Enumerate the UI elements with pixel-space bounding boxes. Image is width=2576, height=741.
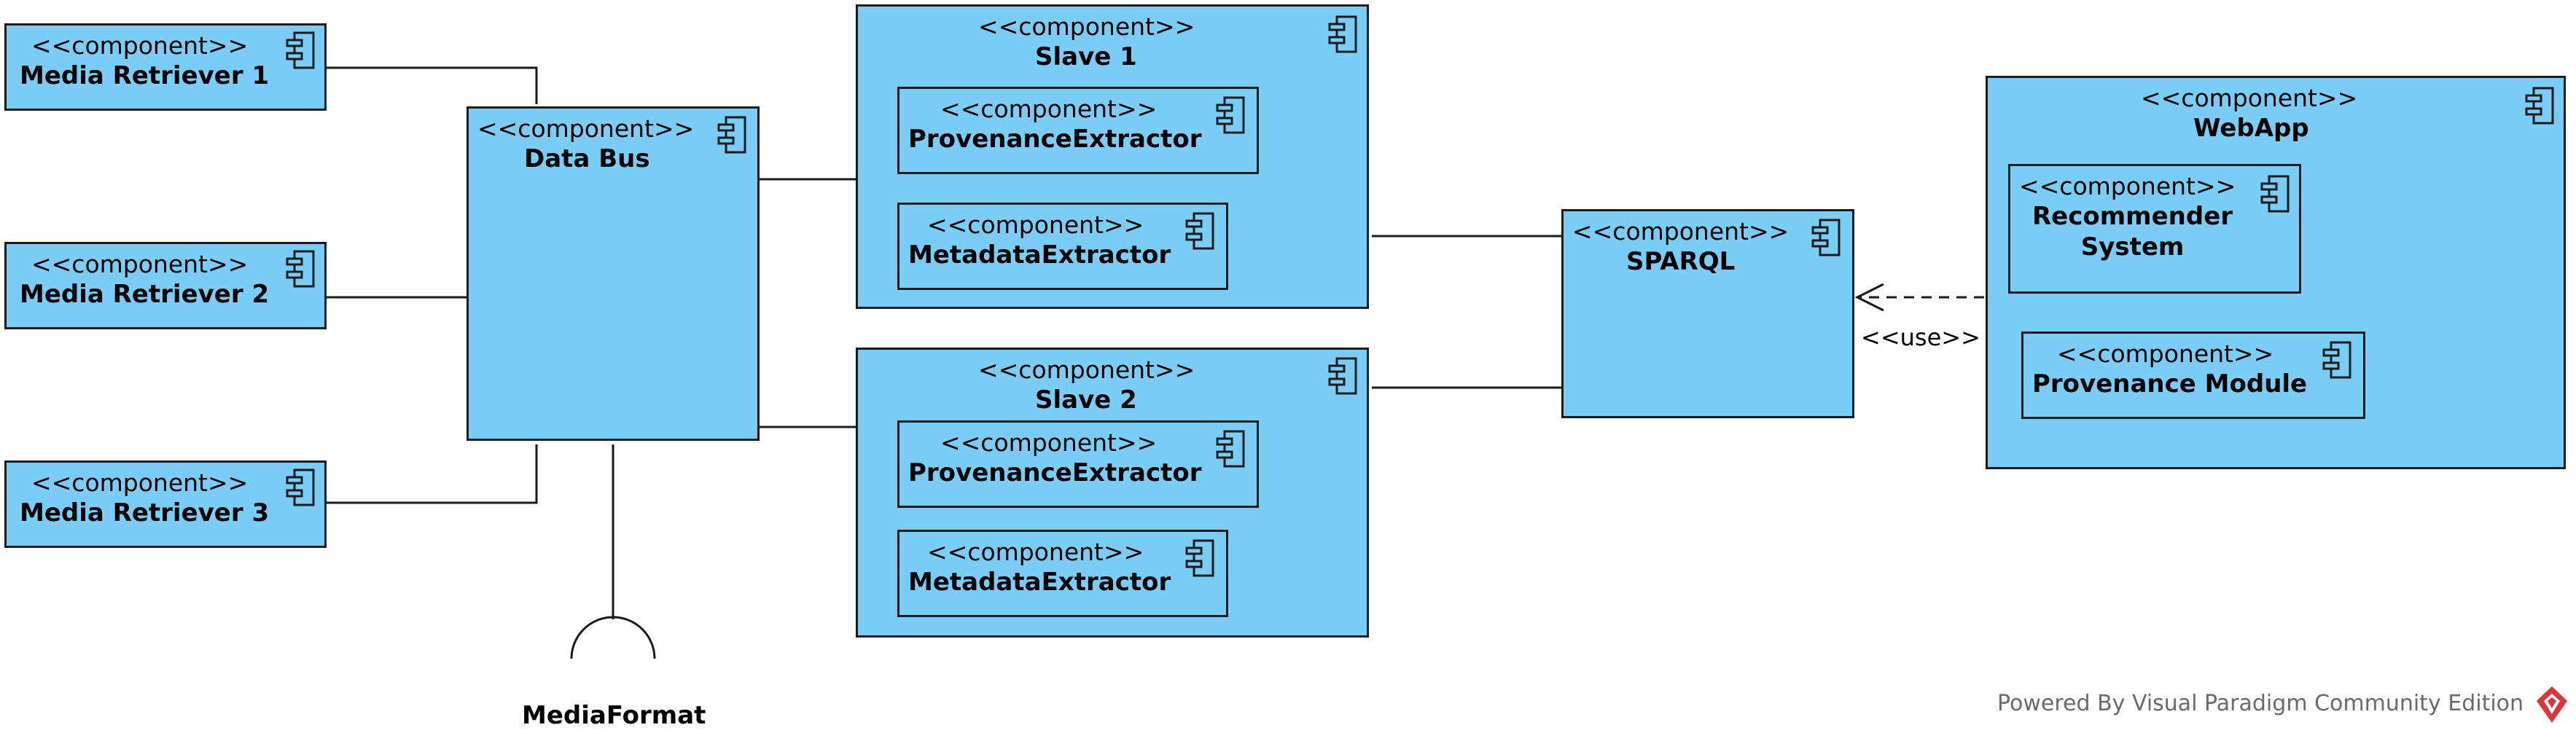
subcomponent-metadata-extractor[interactable]: <<component>> MetadataExtractor bbox=[897, 530, 1228, 617]
stereotype-label: <<component>> bbox=[2019, 172, 2236, 200]
interface-label-mediaformat: MediaFormat bbox=[522, 701, 706, 730]
component-name: MetadataExtractor bbox=[908, 568, 1171, 597]
component-media-retriever-2[interactable]: <<component>> Media Retriever 2 bbox=[4, 242, 327, 329]
connector-mr3-databus bbox=[327, 444, 538, 504]
dependency-label-use: <<use>> bbox=[1861, 324, 1980, 351]
component-icon bbox=[286, 250, 315, 288]
subcomponent-provenance-module[interactable]: <<component>> Provenance Module bbox=[2021, 332, 2365, 419]
component-icon bbox=[1216, 430, 1245, 468]
subcomponent-metadata-extractor[interactable]: <<component>> MetadataExtractor bbox=[897, 203, 1228, 290]
component-name: Slave 2 bbox=[1035, 385, 1137, 415]
stereotype-label: <<component>> bbox=[940, 428, 1158, 457]
component-media-retriever-1[interactable]: <<component>> Media Retriever 1 bbox=[4, 23, 327, 111]
subcomponent-recommender-system[interactable]: <<component>> Recommender System bbox=[2008, 164, 2301, 294]
component-icon bbox=[717, 116, 746, 154]
component-icon bbox=[286, 31, 315, 69]
component-icon bbox=[286, 468, 315, 506]
component-name: WebApp bbox=[2193, 114, 2309, 143]
stereotype-label: <<component>> bbox=[978, 12, 1195, 41]
stereotype-label: <<component>> bbox=[31, 250, 249, 278]
component-name: SPARQL bbox=[1626, 247, 1736, 276]
stereotype-label: <<component>> bbox=[1572, 217, 1789, 246]
stereotype-label: <<component>> bbox=[978, 356, 1195, 384]
stereotype-label: <<component>> bbox=[31, 31, 249, 60]
component-name: Slave 1 bbox=[1035, 42, 1137, 71]
stereotype-label: <<component>> bbox=[2057, 340, 2274, 368]
stereotype-label: <<component>> bbox=[477, 114, 695, 143]
component-sparql[interactable]: <<component>> SPARQL bbox=[1561, 209, 1854, 418]
component-icon bbox=[1328, 15, 1357, 53]
component-slave-1[interactable]: <<component>> Slave 1 <<component>> Prov… bbox=[856, 4, 1369, 309]
subcomponent-provenance-extractor[interactable]: <<component>> ProvenanceExtractor bbox=[897, 87, 1259, 174]
connector-mr1-databus bbox=[327, 66, 538, 104]
subcomponent-provenance-extractor[interactable]: <<component>> ProvenanceExtractor bbox=[897, 420, 1259, 508]
component-icon bbox=[1185, 539, 1214, 577]
component-name: ProvenanceExtractor bbox=[908, 458, 1202, 487]
dependency-arrowhead bbox=[1854, 283, 1884, 312]
component-webapp[interactable]: <<component>> WebApp <<component>> Recom… bbox=[1986, 76, 2566, 469]
stereotype-label: <<component>> bbox=[927, 211, 1144, 239]
component-name: Recommender System bbox=[2032, 202, 2233, 262]
component-icon bbox=[2525, 87, 2554, 125]
component-name: Data Bus bbox=[524, 144, 650, 173]
watermark-text: Powered By Visual Paradigm Community Edi… bbox=[1997, 691, 2524, 716]
stereotype-label: <<component>> bbox=[2141, 84, 2358, 112]
component-name: MetadataExtractor bbox=[908, 240, 1171, 270]
component-icon bbox=[1185, 212, 1214, 250]
stereotype-label: <<component>> bbox=[927, 538, 1144, 566]
component-icon bbox=[1216, 96, 1245, 134]
component-icon bbox=[2260, 175, 2290, 213]
component-name: Media Retriever 3 bbox=[20, 498, 270, 528]
component-slave-2[interactable]: <<component>> Slave 2 <<component>> Prov… bbox=[856, 348, 1369, 638]
component-name: Provenance Module bbox=[2032, 369, 2308, 399]
component-name: Media Retriever 1 bbox=[20, 61, 270, 90]
required-interface-socket bbox=[570, 616, 656, 659]
component-data-bus[interactable]: <<component>> Data Bus bbox=[467, 106, 760, 441]
component-icon bbox=[1811, 219, 1841, 256]
stereotype-label: <<component>> bbox=[940, 95, 1158, 123]
component-icon bbox=[1328, 357, 1357, 395]
visual-paradigm-logo-icon bbox=[2537, 686, 2567, 723]
component-name: ProvenanceExtractor bbox=[908, 125, 1202, 154]
component-media-retriever-3[interactable]: <<component>> Media Retriever 3 bbox=[4, 460, 327, 548]
component-icon bbox=[2322, 341, 2351, 379]
stereotype-label: <<component>> bbox=[31, 468, 249, 497]
component-name: Media Retriever 2 bbox=[20, 280, 270, 309]
